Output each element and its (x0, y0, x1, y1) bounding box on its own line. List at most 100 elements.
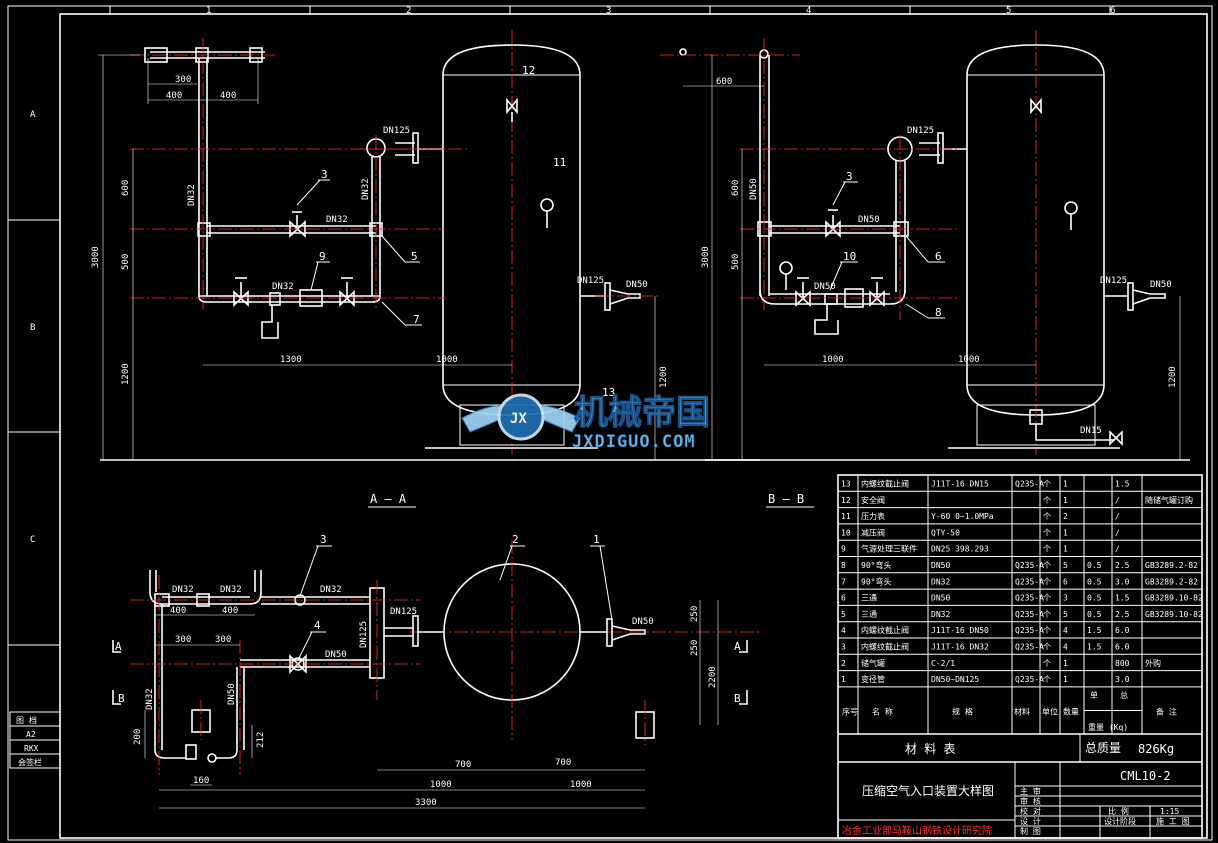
materials-row-7-mat: Q235-A (1015, 577, 1044, 586)
materials-row-7-qty: 6 (1063, 577, 1068, 586)
stage-label: 设计阶段 (1104, 816, 1136, 826)
materials-row-7-no: 7 (841, 577, 846, 586)
materials-row-10-no: 10 (841, 528, 851, 537)
materials-row-12-unit: 个 (1043, 496, 1051, 505)
materials-row-3-w1: 1.5 (1087, 643, 1102, 652)
materials-row-2-no: 2 (841, 659, 846, 668)
role-draft: 制 图 (1020, 826, 1041, 836)
materials-row-1-no: 1 (841, 675, 846, 684)
materials-row-12-w2: / (1115, 496, 1120, 505)
materials-row-2-w2: 800 (1115, 659, 1130, 668)
materials-row-5-unit: 个 (1043, 610, 1051, 619)
scale-value: 1:15 (1160, 807, 1179, 816)
tag-left-dn32-b: DN32 (326, 215, 348, 225)
tag-plan-dn32-a: DN32 (172, 585, 194, 595)
materials-row-4-no: 4 (841, 626, 846, 635)
watermark-gear-icon (497, 393, 545, 441)
materials-row-5-no: 5 (841, 610, 846, 619)
materials-row-5-w1: 0.5 (1087, 610, 1102, 619)
materials-header-qty: 数量 (1063, 706, 1079, 716)
callout-left-12: 12 (522, 64, 535, 77)
materials-row-13-unit: 个 (1043, 480, 1051, 489)
materials-row-13-name: 内螺纹截止阀 (861, 479, 909, 489)
dim-right-600a: 600 (716, 77, 732, 87)
drawing-title: 压缩空气入口装置大样图 (862, 783, 994, 798)
tag-left-dn125-a: DN125 (383, 126, 410, 136)
materials-row-11-name: 压力表 (861, 511, 885, 521)
tag-plan-dn125-b: DN125 (390, 607, 417, 617)
stamp-line-2: A2 (26, 730, 36, 739)
dim-right-600b: 600 (731, 180, 741, 196)
materials-row-1-qty: 1 (1063, 675, 1068, 684)
zone-col-4: 4 (806, 6, 811, 16)
stamp-line-4: 会签栏 (18, 757, 42, 767)
materials-row-6-spec: DN50 (931, 594, 950, 603)
zone-col-5: 5 (1006, 6, 1011, 16)
dim-plan-300b: 300 (215, 635, 231, 645)
cut-mark-a-right: A (734, 640, 741, 653)
materials-row-2-note: 外购 (1145, 658, 1161, 668)
materials-row-6-no: 6 (841, 594, 846, 603)
role-check: 校 对 (1020, 806, 1041, 816)
materials-row-8-note: GB3289.2-82 (1145, 561, 1198, 570)
dim-left-1300: 1300 (280, 355, 302, 365)
materials-row-9-no: 9 (841, 545, 846, 554)
materials-row-5-qty: 5 (1063, 610, 1068, 619)
callout-left-3: 3 (321, 168, 328, 181)
materials-row-9-name: 气源处理三联件 (861, 544, 917, 554)
dim-plan-300a: 300 (175, 635, 191, 645)
dim-plan-250a: 250 (690, 606, 700, 622)
watermark-url: JXDIGUO.COM (572, 432, 696, 452)
materials-row-11-w2: / (1115, 512, 1120, 521)
materials-row-12-no: 12 (841, 496, 851, 505)
materials-row-13-mat: Q235-A (1015, 480, 1044, 489)
tag-left-dn32-c: DN32 (361, 178, 371, 200)
materials-row-4-w2: 6.0 (1115, 626, 1130, 635)
materials-row-11-no: 11 (841, 512, 851, 521)
materials-row-8-qty: 5 (1063, 561, 1068, 570)
materials-row-11-unit: 个 (1043, 512, 1051, 521)
tag-left-dn32-d: DN32 (272, 282, 294, 292)
dim-plan-212: 212 (256, 732, 266, 748)
air-tank-left (442, 44, 581, 416)
tag-left-dn50: DN50 (626, 280, 648, 290)
callout-left-11: 11 (553, 156, 566, 169)
materials-row-13-qty: 1 (1063, 480, 1068, 489)
materials-row-10-w2: / (1115, 528, 1120, 537)
materials-row-5-note: GB3289.10-82 (1145, 610, 1203, 619)
materials-row-3-w2: 6.0 (1115, 643, 1130, 652)
role-review: 审 核 (1020, 796, 1041, 806)
materials-row-3-spec: J11T-16 DN32 (931, 643, 989, 652)
materials-row-2-unit: 个 (1043, 659, 1051, 668)
materials-row-1-mat: Q235-A (1015, 675, 1044, 684)
dim-plan-700b: 700 (555, 758, 571, 768)
materials-row-1-w2: 3.0 (1115, 675, 1130, 684)
materials-row-1-spec: DN50~DN125 (931, 675, 979, 684)
materials-row-11-qty: 2 (1063, 512, 1068, 521)
zone-col-6: 6 (1110, 6, 1115, 16)
zone-col-1: 1 (206, 6, 211, 16)
materials-row-9-w2: / (1115, 545, 1120, 554)
dim-right-500: 500 (731, 254, 741, 270)
tag-plan-dn50-c: DN50 (632, 617, 654, 627)
tag-plan-dn32-b: DN32 (220, 585, 242, 595)
materials-row-6-qty: 3 (1063, 594, 1068, 603)
materials-row-7-w1: 0.5 (1087, 577, 1102, 586)
dim-plan-400b: 400 (222, 606, 238, 616)
materials-row-5-mat: Q235-A (1015, 610, 1044, 619)
dim-plan-160: 160 (193, 776, 209, 786)
materials-row-7-spec: DN32 (931, 577, 950, 586)
materials-row-8-w1: 0.5 (1087, 561, 1102, 570)
callout-left-13: 13 (602, 386, 615, 399)
tag-right-dn125-b: DN125 (1100, 276, 1127, 286)
dim-plan-1000b: 1000 (570, 780, 592, 790)
materials-row-2-qty: 1 (1063, 659, 1068, 668)
materials-row-12-note: 随储气罐订购 (1145, 495, 1193, 505)
right-elevation: 600 600 500 3000 1000 1000 1200 3 10 6 8… (660, 30, 1190, 461)
materials-row-4-unit: 个 (1043, 626, 1051, 635)
tag-plan-dn50-b: DN50 (227, 683, 237, 705)
watermark-brand: 机械帝国 (574, 393, 710, 433)
materials-header-w1: 单 (1090, 690, 1098, 700)
drawing-frame: 1 2 3 4 5 6 A B C (7, 5, 1213, 841)
plan-view: 400 400 300 300 200 212 160 700 700 1000… (112, 533, 760, 809)
